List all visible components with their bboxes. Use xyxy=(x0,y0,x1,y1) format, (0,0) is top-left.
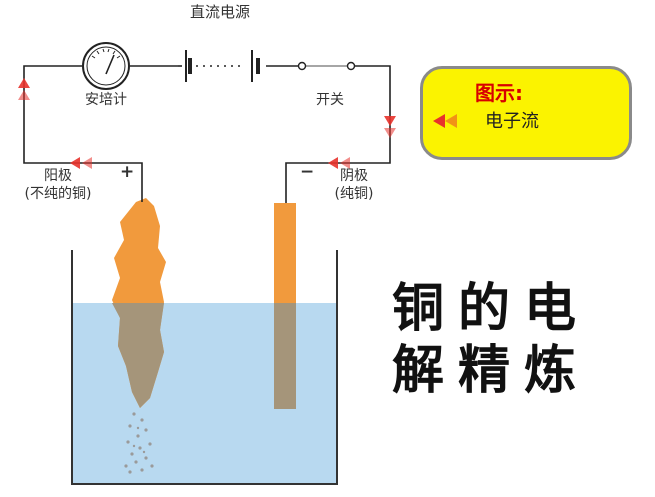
legend-title: 图示: xyxy=(475,81,523,105)
beaker xyxy=(71,250,338,485)
title-line-2: 解精炼 xyxy=(392,340,591,401)
switch-contact-right xyxy=(346,61,356,71)
title-line-1: 铜的电 xyxy=(392,278,591,339)
ammeter-label: 安培计 xyxy=(85,92,127,108)
electrolyte-solution xyxy=(72,303,337,483)
electron-flow-arrows xyxy=(18,78,396,169)
anode-label: 阳极 xyxy=(44,168,72,184)
legend-box: 图示: 电子流 xyxy=(420,66,632,160)
ammeter xyxy=(82,42,130,90)
anode-slime xyxy=(124,412,154,474)
circuit-wires xyxy=(23,50,391,203)
legend-text: 电子流 xyxy=(485,111,539,132)
cathode-submerged xyxy=(274,303,296,409)
cathode-label: 阴极 xyxy=(340,168,368,184)
switch-label: 开关 xyxy=(316,92,344,108)
diagram-title: 铜的电 解精炼 xyxy=(392,278,632,402)
power-supply-label: 直流电源 xyxy=(189,3,251,21)
switch-contact-left xyxy=(297,61,307,71)
anode-plus-sign: + xyxy=(120,162,135,182)
anode-submerged xyxy=(112,303,164,408)
cathode-detail-label: (纯铜) xyxy=(334,186,374,202)
cathode-pure-copper xyxy=(274,203,296,304)
cathode-minus-sign: − xyxy=(300,162,315,182)
anode-detail-label: (不纯的铜) xyxy=(24,186,92,202)
electron-flow-legend-icon xyxy=(433,114,457,128)
